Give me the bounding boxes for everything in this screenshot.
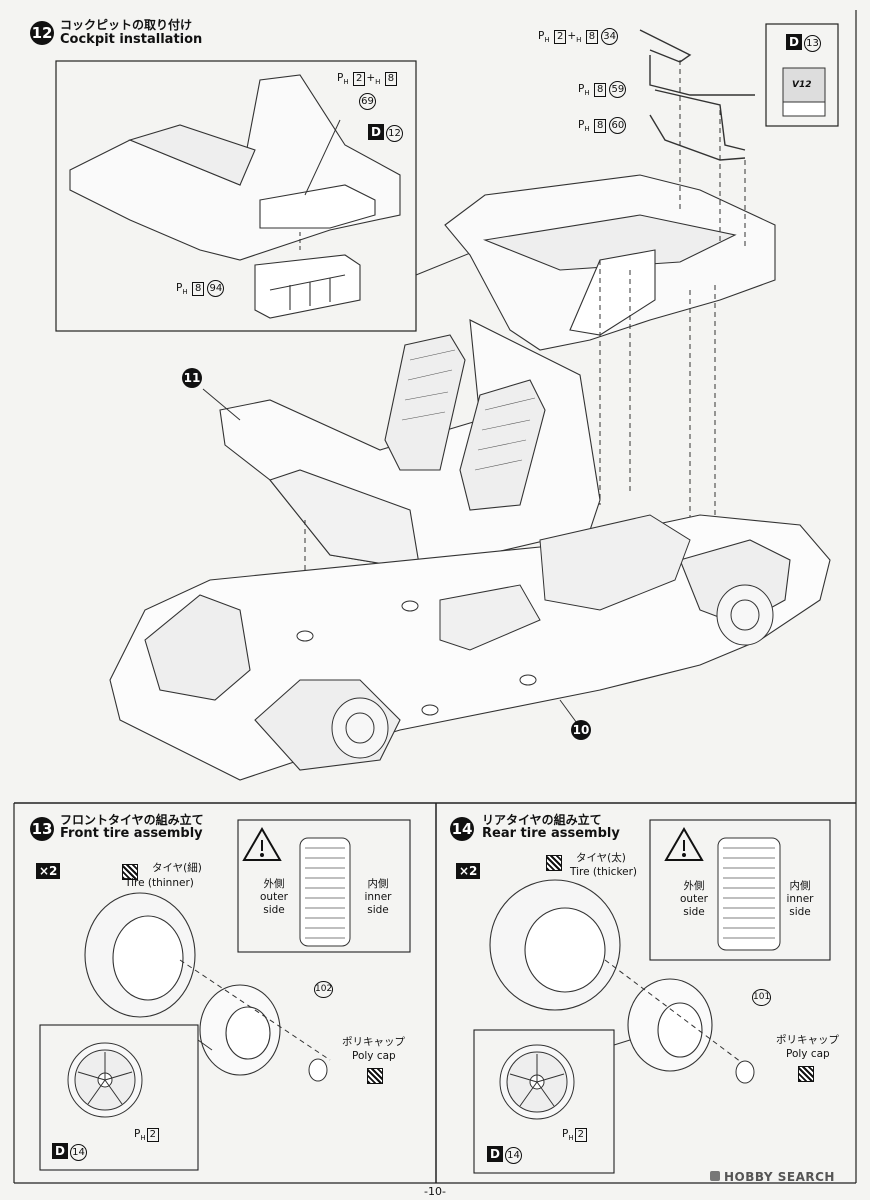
front-tire bbox=[84, 892, 196, 1018]
cockpit-inset-frame bbox=[55, 60, 417, 332]
step-12-number: 12 bbox=[30, 21, 54, 45]
step-13-title-jp: フロントタイヤの組み立て bbox=[60, 813, 204, 827]
front-wheel-part-number: 102 bbox=[312, 976, 334, 998]
tire-thinner-jp: タイヤ(細) bbox=[152, 862, 202, 874]
polycap-icon-front bbox=[367, 1068, 383, 1084]
page-number: -10- bbox=[424, 1185, 446, 1198]
front-polycap-jp: ポリキャップ bbox=[342, 1036, 405, 1048]
front-wheel bbox=[199, 984, 281, 1076]
rollbar-parts bbox=[639, 29, 755, 161]
warning-icon-rear bbox=[664, 827, 704, 861]
tire-thicker-icon bbox=[546, 855, 562, 871]
front-polycap-en: Poly cap bbox=[352, 1050, 396, 1062]
decal-d13-frame bbox=[765, 23, 839, 127]
rear-polycap-jp: ポリキャップ bbox=[776, 1034, 839, 1046]
tire-thinner-icon bbox=[122, 864, 138, 880]
inset-part-69-label: PH 2+H 8 bbox=[337, 72, 398, 89]
cockpit-shell bbox=[219, 319, 601, 571]
warning-icon-front bbox=[242, 827, 282, 861]
callout-10: 10 bbox=[571, 720, 591, 740]
rear-wheel bbox=[627, 978, 713, 1072]
rear-wheel-face bbox=[499, 1044, 575, 1120]
rear-tire bbox=[489, 879, 621, 1011]
step-13-title-en: Front tire assembly bbox=[60, 826, 203, 841]
inset-part-69-number: 69 bbox=[357, 89, 376, 110]
front-tire-tread-view bbox=[299, 837, 351, 947]
rear-tire-tread-view bbox=[717, 837, 781, 951]
front-wheel-face bbox=[67, 1042, 143, 1118]
tire-direction-box-rear bbox=[649, 819, 831, 961]
tire-thinner-en: Tire (thinner) bbox=[125, 877, 194, 889]
tire-direction-box-front bbox=[237, 819, 411, 953]
rear-wheel-detail-box bbox=[473, 1029, 615, 1174]
decal-v12-text: V12 bbox=[792, 80, 812, 90]
rear-polycap-en: Poly cap bbox=[786, 1048, 830, 1060]
tire-thicker-jp: タイヤ(太) bbox=[576, 852, 626, 864]
step-14-title-jp: リアタイヤの組み立て bbox=[482, 813, 602, 827]
front-wheel-detail-box bbox=[39, 1024, 199, 1171]
step-12-title-en: Cockpit installation bbox=[60, 32, 203, 47]
chassis-wheels bbox=[331, 584, 774, 759]
step-12-title-jp: コックピットの取り付け bbox=[60, 18, 193, 32]
step-14-number: 14 bbox=[450, 817, 474, 841]
watermark-logo-icon bbox=[710, 1171, 720, 1181]
inset-cockpit-tub bbox=[69, 74, 401, 319]
step-14-title-en: Rear tire assembly bbox=[482, 826, 620, 841]
polycap-icon-rear bbox=[798, 1066, 814, 1082]
rear-wheel-part-number: 101 bbox=[750, 984, 772, 1006]
step-13-number: 13 bbox=[30, 817, 54, 841]
main-cockpit-tub bbox=[444, 174, 776, 351]
watermark: HOBBY SEARCH bbox=[710, 1170, 835, 1184]
step-14-multiplier: ×2 bbox=[456, 860, 481, 879]
step-13-multiplier: ×2 bbox=[36, 860, 61, 879]
engine-block bbox=[439, 514, 691, 651]
callout-11: 11 bbox=[182, 368, 202, 388]
tire-thicker-en: Tire (thicker) bbox=[570, 866, 638, 878]
